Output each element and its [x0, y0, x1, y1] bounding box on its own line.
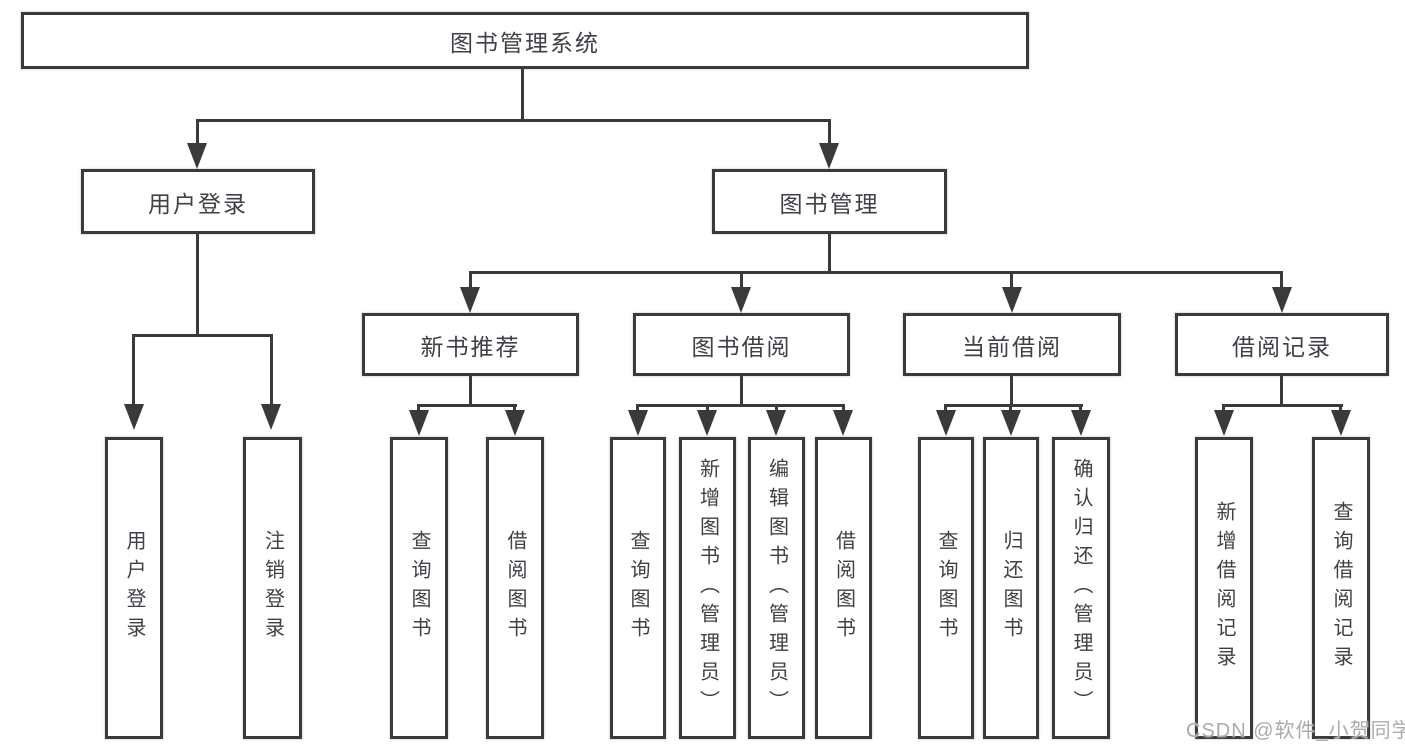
connector-login-bus — [132, 334, 273, 337]
connector-mgmt-drop — [828, 233, 831, 273]
node-book-management: 图书管理 — [712, 169, 947, 234]
node-label: 确认归还（管理员） — [1070, 457, 1092, 719]
node-query-books-borrowing: 查询图书 — [610, 437, 666, 739]
connector-newbook-bus — [417, 404, 517, 407]
csdn-watermark: CSDN @软件_小贺同学 — [1186, 720, 1405, 742]
node-query-books-recommend: 查询图书 — [390, 437, 448, 739]
arrowhead-login-leaf — [124, 404, 144, 430]
node-label: 编辑图书（管理员） — [765, 457, 788, 719]
connector-newbook-drop — [469, 375, 472, 406]
node-user-login: 用户登录 — [81, 169, 315, 234]
connector-root-bus — [196, 119, 831, 122]
arrowhead-leaf — [936, 410, 956, 436]
node-label: 借阅记录 — [1232, 333, 1332, 360]
arrowhead-logout-leaf — [261, 404, 281, 430]
connector-ministem — [944, 404, 947, 412]
node-label: 当前借阅 — [962, 333, 1062, 360]
arrowhead-leaf — [1071, 410, 1091, 436]
node-label: 查询借阅记录 — [1330, 501, 1352, 675]
node-label: 借阅图书 — [832, 530, 855, 646]
node-add-borrow-record: 新增借阅记录 — [1195, 437, 1253, 739]
connector-bookborrow-bus — [636, 404, 845, 407]
arrowhead-leaf — [1214, 410, 1234, 436]
connector-currentborrow-bus — [944, 404, 1083, 407]
connector-stem-borrow-records — [1280, 271, 1283, 290]
node-label: 借阅图书 — [504, 530, 526, 646]
arrowhead-borrow-records — [1272, 287, 1292, 313]
connector-stem-current-borrow — [1010, 271, 1013, 290]
node-label: 新增借阅记录 — [1213, 501, 1235, 675]
node-return-books: 归还图书 — [983, 437, 1039, 739]
connector-ministem — [1079, 404, 1082, 412]
connector-bookborrow-drop — [740, 375, 743, 406]
connector-ministem — [417, 404, 420, 412]
connector-stem-book-borrow — [740, 271, 743, 290]
connector-stem-book-mgmt — [828, 119, 831, 146]
connector-ministem — [1009, 404, 1012, 412]
arrowhead-user-login — [187, 143, 207, 169]
node-edit-book-admin: 编辑图书（管理员） — [748, 437, 805, 739]
node-borrowing-records: 借阅记录 — [1175, 313, 1389, 376]
connector-stem-new-book — [469, 271, 472, 290]
node-library-system: 图书管理系统 — [21, 12, 1029, 69]
arrowhead-current-borrow — [1002, 287, 1022, 313]
node-book-borrowing: 图书借阅 — [633, 313, 850, 376]
connector-ministem — [1339, 404, 1342, 412]
connector-ministem — [1222, 404, 1225, 412]
arrowhead-leaf — [409, 410, 429, 436]
arrowhead-leaf — [1001, 410, 1021, 436]
node-label: 注销登录 — [261, 530, 284, 646]
arrowhead-book-mgmt — [819, 143, 839, 169]
connector-mgmt-bus — [469, 271, 1283, 274]
arrowhead-leaf — [766, 410, 786, 436]
node-query-books-current: 查询图书 — [918, 437, 974, 739]
node-label: 新书推荐 — [420, 333, 521, 360]
node-new-book-recommendation: 新书推荐 — [362, 313, 579, 376]
connector-ministem — [842, 404, 845, 412]
connector-ministem — [775, 404, 778, 412]
arrowhead-new-book — [460, 287, 480, 313]
node-confirm-return-admin: 确认归还（管理员） — [1052, 437, 1110, 739]
connector-stem-login-leaf — [132, 334, 135, 406]
node-label: 查询图书 — [408, 530, 430, 646]
node-label: 图书管理 — [779, 190, 880, 217]
arrowhead-leaf — [833, 410, 853, 436]
node-label: 图书管理系统 — [450, 29, 600, 56]
arrowhead-book-borrow — [731, 287, 751, 313]
node-current-borrowing: 当前借阅 — [903, 313, 1121, 376]
connector-records-drop — [1280, 375, 1283, 406]
node-add-book-admin: 新增图书（管理员） — [679, 437, 736, 739]
connector-ministem — [513, 404, 516, 412]
node-label: 用户登录 — [123, 530, 145, 646]
node-query-borrow-record: 查询借阅记录 — [1312, 437, 1370, 739]
node-label: 查询图书 — [627, 530, 649, 646]
connector-stem-user-login — [196, 119, 199, 146]
node-label: 图书借阅 — [691, 333, 792, 360]
arrowhead-leaf — [697, 410, 717, 436]
connector-records-bus — [1222, 404, 1343, 407]
node-borrow-books-borrowing: 借阅图书 — [815, 437, 872, 739]
node-borrow-books-recommend: 借阅图书 — [486, 437, 544, 739]
node-label: 用户登录 — [148, 190, 248, 217]
connector-ministem — [706, 404, 709, 412]
connector-stem-logout-leaf — [270, 334, 273, 406]
connector-ministem — [636, 404, 639, 412]
arrowhead-leaf — [628, 410, 648, 436]
connector-root-drop — [521, 67, 524, 121]
node-label: 归还图书 — [1000, 530, 1022, 646]
arrowhead-leaf — [1331, 410, 1351, 436]
node-user-login-leaf: 用户登录 — [105, 437, 163, 739]
arrowhead-leaf — [505, 410, 525, 436]
node-logout-leaf: 注销登录 — [243, 437, 302, 739]
connector-login-drop — [196, 233, 199, 336]
connector-currentborrow-drop — [1010, 375, 1013, 406]
node-label: 查询图书 — [935, 530, 957, 646]
node-label: 新增图书（管理员） — [696, 457, 719, 719]
